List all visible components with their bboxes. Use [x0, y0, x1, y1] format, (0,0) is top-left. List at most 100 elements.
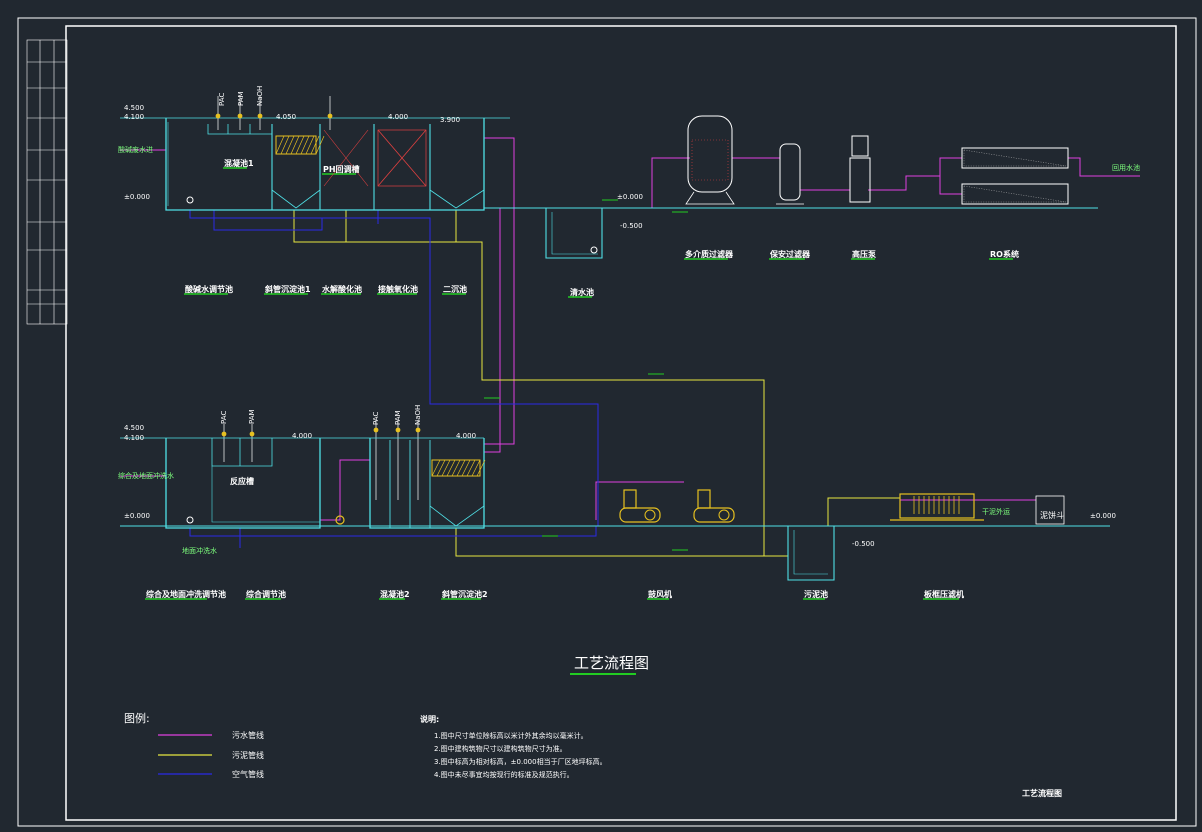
note-line-1: 2.图中建构筑物尺寸以建构筑物尺寸为准。: [434, 744, 567, 753]
tube-hatch: [285, 135, 295, 155]
elev-4000-a: 4.000: [388, 113, 408, 121]
unit-bottom-4: 鼓风机: [648, 589, 672, 599]
tube-hatch: [280, 135, 290, 155]
sludge-tank: [787, 526, 835, 581]
dosing-dot-top-0: [215, 113, 221, 119]
pipe-sed-recycle: [484, 137, 515, 445]
left-title-strip: [26, 39, 68, 325]
top-line-labels: 酸碱废水进 混凝池1 PH回调槽 回用水池 酸碱水调节池 斜管沉淀池1 水解酸化…: [118, 145, 1140, 297]
note-line-2: 3.图中标高为相对标高，±0.000相当于厂区地坪标高。: [434, 757, 607, 766]
legend-item-1: 污泥管线: [232, 750, 264, 760]
air-branch-1: [213, 210, 323, 231]
tube-settler-2: [431, 459, 481, 477]
elev-m0500-b: -0.500: [852, 540, 875, 548]
dosing-dot-bot-1: [249, 431, 255, 437]
unit-bottom-2: 混凝池2: [380, 589, 410, 599]
elev-4100-a: 4.100: [124, 113, 144, 121]
unit-top-8: 高压泵: [852, 249, 876, 259]
clean-water-pump: [590, 246, 598, 254]
dosing-labels: PAC PAM NaOH PAC PAM NaOH PAC PAM: [218, 86, 422, 425]
dosing-dot-top-1: [237, 113, 243, 119]
tube-hatch: [461, 459, 471, 477]
pipe-ro-branch: [939, 176, 962, 195]
tube-hatch: [476, 459, 486, 477]
blower-head-1: [697, 489, 711, 509]
pipe-blower: [595, 481, 684, 520]
blower-head-0: [623, 489, 637, 509]
sludge-pipe-bottom: [455, 528, 764, 557]
unit-bottom-6: 板框压滤机: [924, 589, 964, 599]
filtrate-label: 干泥外运: [982, 507, 1010, 516]
reaction-inner: [211, 466, 320, 523]
top-tank-outer: [165, 118, 485, 211]
pipe-to-mm-filter: [651, 157, 690, 208]
unit-top-0: 酸碱水调节池: [185, 284, 233, 294]
top-sed2-hopper: [429, 189, 485, 209]
elevation-marks: 4.500 4.100 4.050 4.000 3.900 ±0.000 ±0.…: [124, 104, 1116, 548]
bottom-sed-outer: [369, 438, 485, 529]
top-inlet-label: 酸碱废水进: [118, 145, 153, 154]
tube-hatch: [436, 459, 446, 477]
dosing-label-1: PAM: [237, 91, 245, 106]
pipe-to-coag2: [320, 459, 370, 521]
contact-ox-box: [377, 129, 427, 187]
ro-membrane-1: [961, 183, 1069, 205]
ro-membrane-fill-1: [963, 185, 1067, 203]
tank-outlines: [120, 117, 1110, 581]
tube-hatch: [305, 135, 315, 155]
tube-hatch: [451, 459, 461, 477]
dosing-label-6: PAC: [220, 411, 228, 424]
hp-pump-motor: [851, 135, 869, 157]
tube-hatch: [290, 135, 300, 155]
unit-top-9: RO系统: [990, 249, 1019, 259]
pipe-bottom-up: [484, 208, 501, 453]
sludge-pipe-press: [827, 497, 900, 526]
bottom-tank-outer: [165, 438, 321, 529]
tube-hatch: [441, 459, 451, 477]
dosing-dot-top-3: [327, 113, 333, 119]
dosing-label-5: NaOH: [414, 405, 422, 425]
lift-pump-top: [186, 196, 194, 204]
bottom-line-labels: 综合及地面冲洗水 地面冲洗水 反应槽 干泥外运 泥饼斗 综合及地面冲洗调节池 综…: [118, 471, 1064, 599]
pipe-ro-outlet: [1068, 157, 1140, 177]
ro-membrane-fill-0: [963, 149, 1067, 167]
mm-filter-body: [687, 115, 733, 193]
contact-ox-x2: [377, 129, 427, 187]
tube-hatch: [431, 459, 441, 477]
transfer-pump-1: [335, 515, 345, 525]
title-block-label: 工艺流程图: [1022, 788, 1062, 798]
legend-item-0: 污水管线: [232, 730, 264, 740]
elev-4050: 4.050: [276, 113, 296, 121]
inner-frame: [65, 25, 1177, 821]
sludge-box: [1035, 495, 1065, 525]
bottom-inlet2-label: 地面冲洗水: [182, 546, 217, 555]
notes-title: 说明:: [420, 714, 439, 724]
dosing-label-3: PAC: [372, 412, 380, 425]
legend-item-2: 空气管线: [232, 769, 264, 779]
tube-hatch: [295, 135, 305, 155]
top-sed1-hopper: [271, 189, 321, 209]
reaction-tank-label: 反应槽: [230, 476, 254, 486]
bottom-inlet-label: 综合及地面冲洗水: [118, 471, 174, 480]
unit-top-4: 二沉池: [443, 284, 467, 294]
legend: 图例: 污水管线 污泥管线 空气管线: [124, 711, 264, 779]
air-main-bottom: [189, 526, 597, 537]
elev-3900: 3.900: [440, 116, 460, 124]
reaction-box: [211, 438, 273, 467]
elev-0000-c: ±0.000: [124, 512, 150, 520]
dosing-dot-top-2: [257, 113, 263, 119]
drawing-title: 工艺流程图: [574, 654, 649, 672]
filter-press-frame: [899, 493, 975, 519]
ro-membrane-0: [961, 147, 1069, 169]
clean-water-inner: [551, 212, 598, 255]
dosing-dot-bot-4: [415, 427, 421, 433]
dosing-label-7: PAM: [248, 409, 256, 424]
pipe-pump-to-ro: [868, 157, 962, 191]
tube-hatch: [466, 459, 476, 477]
unit-bottom-0: 综合及地面冲洗调节池: [146, 589, 226, 599]
note-line-3: 4.图中未尽事宜均按现行的标准及规范执行。: [434, 770, 574, 779]
blower-body-0: [619, 507, 661, 523]
dosing-dot-bot-3: [395, 427, 401, 433]
dosing-label-2: NaOH: [256, 86, 264, 106]
